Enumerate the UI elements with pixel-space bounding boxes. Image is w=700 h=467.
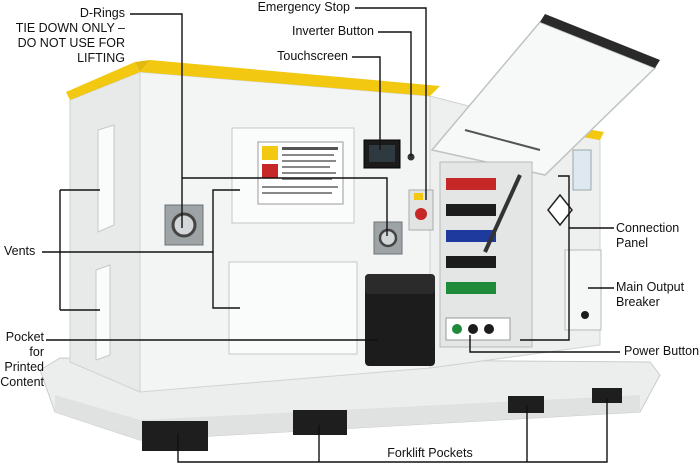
inverter-button-device (407, 153, 415, 161)
label-d-rings-line-4: LIFTING (77, 51, 125, 65)
leader-lines (42, 7, 620, 463)
leader-d-rings (130, 13, 183, 228)
label-d-rings-line-2: TIE DOWN ONLY – (15, 21, 125, 35)
left-vent-lower (95, 264, 111, 361)
label-pocket-line-2: for (29, 345, 44, 359)
leader-connection-panel (558, 175, 614, 229)
front-vent-lower (228, 261, 358, 355)
leader-power-button (469, 335, 620, 353)
leader-d-rings-branch (182, 177, 388, 236)
label-pocket-line-4: Content (0, 375, 44, 389)
label-inverter-button: Inverter Button (292, 24, 374, 38)
label-main-output-breaker-line-2: Breaker (616, 295, 660, 309)
label-pocket-line-1: Pocket (5, 330, 44, 344)
label-connection-panel-line-1: Connection (616, 221, 680, 235)
leader-connection-panel-b (520, 228, 570, 341)
label-vents: Vents (4, 244, 36, 258)
touchscreen-device (363, 139, 401, 169)
leader-vents-d (212, 252, 240, 309)
leader-inverter-button (378, 31, 412, 156)
warning-label (257, 141, 344, 205)
emergency-stop-device (408, 189, 434, 231)
main-output-breaker-device (547, 149, 602, 331)
label-main-output-breaker: Main Output Breaker (616, 280, 698, 310)
leader-vents-c (60, 189, 240, 253)
label-touchscreen: Touchscreen (277, 49, 348, 63)
label-d-rings-line-3: DO NOT USE FOR (17, 36, 125, 50)
forklift-pocket-1 (142, 421, 208, 451)
leader-forklift-pockets (177, 398, 608, 463)
forklift-pocket-3 (508, 396, 544, 413)
d-ring-right (373, 221, 403, 255)
connection-panel-device (439, 161, 533, 348)
label-pocket: Pocket for Printed Content (0, 330, 44, 390)
label-main-output-breaker-line-1: Main Output (616, 280, 685, 294)
open-door (430, 14, 660, 176)
label-d-rings-line-1: D-Rings (79, 6, 125, 20)
label-forklift-pockets: Forklift Pockets (387, 446, 473, 460)
leader-touchscreen (352, 56, 381, 150)
d-ring-left (164, 204, 204, 246)
label-power-button: Power Button (624, 344, 700, 358)
leader-emergency-stop (355, 7, 427, 200)
label-emergency-stop: Emergency Stop (257, 0, 350, 14)
left-side-panel (66, 62, 141, 393)
left-vent-upper (97, 124, 115, 233)
label-pocket-line-3: Printed (4, 360, 44, 374)
forklift-pocket-2 (293, 410, 347, 435)
label-connection-panel-line-2: Panel (616, 236, 648, 250)
label-d-rings: D-Rings TIE DOWN ONLY – DO NOT USE FOR L… (10, 6, 125, 66)
document-pocket (365, 274, 435, 366)
forklift-pocket-4 (592, 388, 622, 403)
label-connection-panel: Connection Panel (616, 221, 696, 251)
